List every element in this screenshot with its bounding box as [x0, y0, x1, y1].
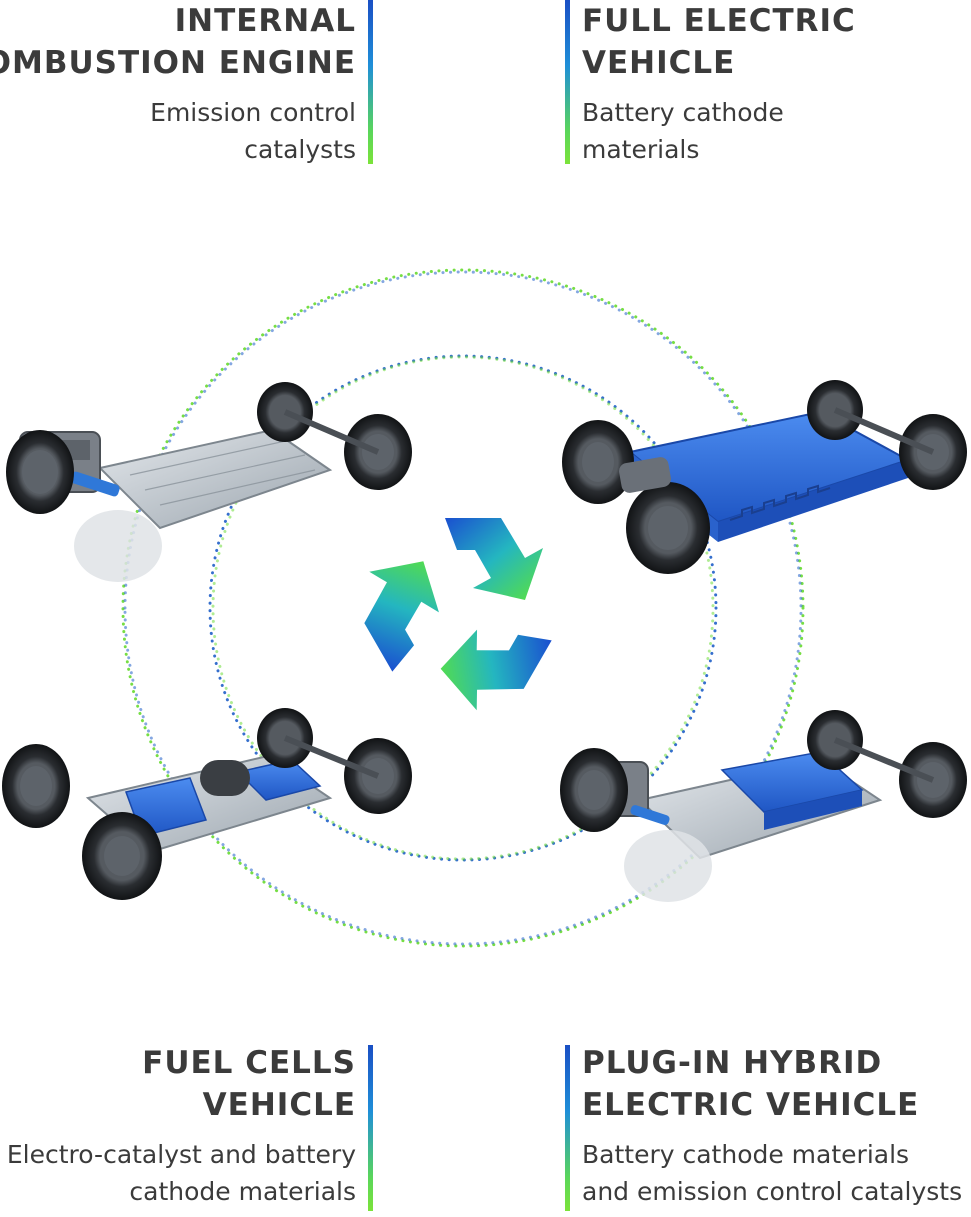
fev-chassis-icon — [562, 380, 967, 574]
fcv-chassis-icon — [2, 708, 412, 900]
ice-chassis-icon — [6, 382, 412, 582]
fcv-accent-bar — [368, 1045, 373, 1211]
fev-title: FULL ELECTRIC VEHICLE — [582, 3, 856, 81]
fev-label-block: FULL ELECTRIC VEHICLE Battery cathode ma… — [582, 0, 856, 168]
ice-description: Emission control catalysts — [150, 98, 356, 164]
phev-chassis-icon — [560, 710, 967, 902]
phev-label-block: PLUG-IN HYBRID ELECTRIC VEHICLE Battery … — [582, 1042, 962, 1210]
outer-ring — [121, 268, 805, 948]
fcv-label-block: FUEL CELLS VEHICLE Electro-catalyst and … — [7, 1042, 356, 1210]
fcv-description: Electro-catalyst and battery cathode mat… — [6, 1140, 356, 1206]
fev-accent-bar — [565, 0, 570, 164]
ice-accent-bar — [368, 0, 373, 164]
outer-ring-blue — [123, 270, 803, 946]
phev-title: PLUG-IN HYBRID ELECTRIC VEHICLE — [582, 1045, 920, 1123]
phev-description: Battery cathode materials and emission c… — [582, 1140, 963, 1206]
fev-description: Battery cathode materials — [582, 98, 784, 164]
phev-accent-bar — [565, 1045, 570, 1211]
fcv-title: FUEL CELLS VEHICLE — [142, 1045, 356, 1123]
dotted-rings — [121, 268, 805, 948]
recycle-icon — [364, 518, 552, 711]
ice-label-block: INTERNAL COMBUSTION ENGINE Emission cont… — [0, 0, 356, 168]
inner-ring-green — [211, 355, 715, 861]
vehicle-cycle-diagram — [2, 268, 967, 948]
ice-title: INTERNAL COMBUSTION ENGINE — [0, 3, 356, 81]
